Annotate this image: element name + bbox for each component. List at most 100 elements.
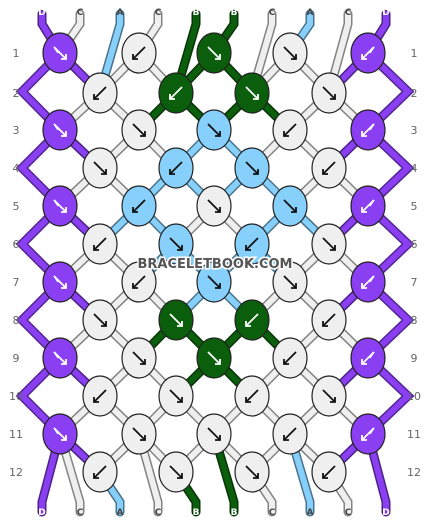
row-label-left: 6	[13, 238, 20, 251]
row-label-left: 4	[13, 162, 20, 175]
knot-arrow-hook	[53, 199, 59, 207]
row-label-left: 12	[9, 466, 23, 479]
knot-arrow-hook	[369, 351, 375, 359]
knot-arrow-icon	[93, 465, 107, 479]
row-label-right: 10	[407, 390, 421, 403]
knot-arrow-icon	[93, 161, 107, 175]
row-label-right: 6	[411, 238, 418, 251]
knot-arrow-icon	[283, 123, 297, 137]
knot-arrowhead	[61, 283, 67, 289]
string-end-letter: D	[382, 8, 389, 18]
knot-arrow-hook	[369, 427, 375, 435]
knot-arrow-icon	[245, 237, 259, 251]
knot-arrow-icon	[322, 313, 336, 327]
knot-arrowhead	[169, 94, 175, 100]
row-label-right: 9	[411, 352, 418, 365]
knot-arrowhead	[245, 397, 251, 403]
string-end-bottom	[57, 431, 83, 515]
knot-arrow-icon	[245, 313, 259, 327]
knot-arrow-icon	[93, 389, 107, 403]
knot-arrow-icon	[245, 161, 259, 175]
row-label-right: 5	[411, 200, 418, 213]
knot-arrow-hook	[369, 199, 375, 207]
knot-arrowhead	[140, 435, 146, 441]
knot-arrow-icon	[322, 465, 336, 479]
knot-arrow-icon	[132, 199, 146, 213]
row-label-right: 1	[411, 47, 418, 60]
knot-arrow-icon	[132, 46, 146, 60]
knot-arrowhead	[361, 207, 367, 213]
knot-arrowhead	[253, 94, 259, 100]
knot-arrow-icon	[322, 86, 336, 100]
knot-arrowhead	[93, 397, 99, 403]
knot-arrowhead	[93, 94, 99, 100]
knot-arrow-icon	[93, 237, 107, 251]
knot-arrowhead	[322, 321, 328, 327]
string-end-bottom	[39, 431, 63, 515]
string-end-letter: C	[345, 8, 352, 18]
string-end-letter: D	[38, 8, 45, 18]
knot-arrowhead	[361, 54, 367, 60]
site-watermark: BRACELETBOOK.COM	[138, 257, 293, 272]
knot-arrowhead	[330, 245, 336, 251]
row-label-left: 10	[9, 390, 23, 403]
row-label-left: 1	[13, 47, 20, 60]
knot-arrowhead	[132, 54, 138, 60]
string-end-letter: C	[269, 8, 276, 18]
knot-arrowhead	[361, 131, 367, 137]
knot-arrow-icon	[207, 275, 221, 289]
knot-arrowhead	[361, 435, 367, 441]
knot-arrowhead	[215, 207, 221, 213]
row-label-left: 2	[13, 87, 20, 100]
knot-arrow-icon	[169, 465, 183, 479]
knot-arrowhead	[132, 207, 138, 213]
knot-arrowhead	[283, 131, 289, 137]
row-label-left: 3	[13, 124, 20, 137]
knot-arrow-hook	[53, 123, 59, 131]
knot-arrowhead	[215, 359, 221, 365]
string-end-bottom	[211, 431, 237, 515]
knot-arrowhead	[253, 473, 259, 479]
string-end-letter: A	[307, 508, 314, 518]
knot-arrow-hook	[53, 275, 59, 283]
knot-arrowhead	[361, 359, 367, 365]
string-end-letter: C	[77, 508, 84, 518]
string-end-top	[326, 11, 351, 96]
knot-arrow-icon	[322, 389, 336, 403]
knot-arrow-icon	[283, 275, 297, 289]
knot-arrowhead	[215, 54, 221, 60]
string-end-letter: D	[38, 508, 45, 518]
knot-arrow-icon	[132, 275, 146, 289]
knot-arrowhead	[177, 321, 183, 327]
knot-arrowhead	[177, 397, 183, 403]
knot-arrow-hook	[53, 351, 59, 359]
knot-arrow-icon	[245, 465, 259, 479]
knot-arrow-icon	[207, 46, 221, 60]
knot-arrowhead	[61, 131, 67, 137]
knot-arrowhead	[93, 245, 99, 251]
knot-arrow-icon	[245, 86, 259, 100]
string-end-top	[173, 11, 199, 96]
knot-arrowhead	[93, 473, 99, 479]
knot-arrowhead	[330, 94, 336, 100]
knot-arrowhead	[101, 169, 107, 175]
knot-arrow-hook	[53, 427, 59, 435]
knot-arrowhead	[283, 435, 289, 441]
knot-arrowhead	[245, 245, 251, 251]
string-end-letter: A	[117, 8, 124, 18]
knot-arrowhead	[61, 359, 67, 365]
string-end-bottom	[136, 431, 161, 515]
knot-arrowhead	[177, 245, 183, 251]
knot-arrowhead	[132, 283, 138, 289]
string-end-letter: C	[155, 508, 162, 518]
row-label-left: 9	[13, 352, 20, 365]
knot-arrowhead	[330, 397, 336, 403]
knot-arrowhead	[291, 207, 297, 213]
knot-arrowhead	[215, 435, 221, 441]
string-end-letter: B	[231, 508, 238, 518]
string-end-letter: A	[117, 508, 124, 518]
knot-arrow-icon	[283, 46, 297, 60]
